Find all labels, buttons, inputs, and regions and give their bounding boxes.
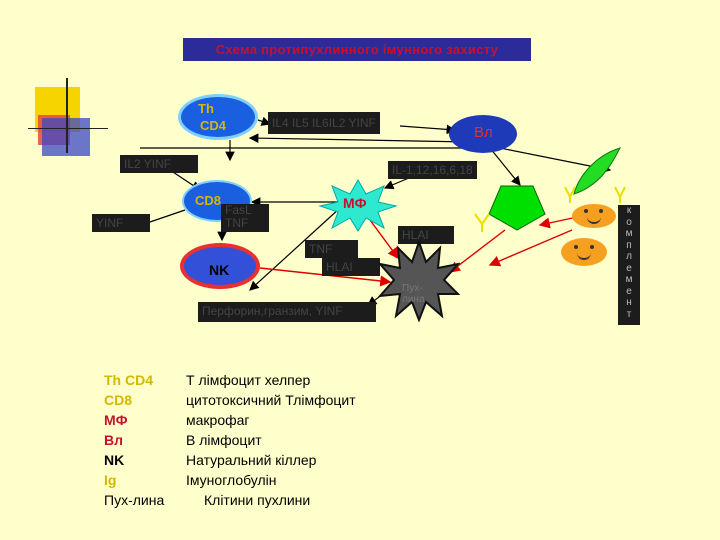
fasl-text: FasL TNF [225, 203, 252, 230]
macrophage-star [318, 178, 398, 232]
deco-vline [66, 78, 68, 153]
fasl-tnf-label: FasL TNF [221, 204, 269, 232]
tnf-label: TNF [305, 240, 358, 258]
legend-row: NK Натуральний кіллер [104, 450, 356, 470]
legend-value: Клітини пухлини [204, 492, 311, 508]
diagram-title: Схема протипухлинного імунного захисту [183, 38, 531, 61]
yinf-label: YINF [92, 214, 150, 232]
legend: Th CD4 Т лімфоцит хелпер CD8 цитотоксичний… [104, 370, 356, 510]
legend-key: МФ [104, 412, 128, 428]
smiley-top [572, 204, 616, 228]
vl-label: Вл [474, 124, 493, 141]
mf-label: МФ [343, 195, 367, 211]
legend-key: Пух-лина [104, 492, 165, 508]
tumor-cell [378, 240, 460, 322]
b-lymphocyte-cell [449, 115, 517, 153]
antibody-yellow-left [474, 213, 490, 232]
complement-label: к о м п л е м е н т [618, 205, 640, 325]
il2-yinf-label: IL2 YINF [120, 155, 198, 173]
th-cd4-cell [178, 94, 258, 140]
green-pentagon [488, 185, 546, 231]
legend-value: макрофаг [186, 412, 250, 428]
legend-row: Ig Імуноглобулін [104, 470, 356, 490]
smiley-top-eyes-2 [599, 209, 603, 213]
nk-cell [180, 243, 260, 289]
cd8-label: CD8 [195, 193, 222, 208]
hlai-left-label: HLAI [322, 258, 380, 276]
smiley-bottom-eyes [574, 245, 578, 249]
antibody-yellow-shapes [564, 186, 626, 203]
nk-label: NK [209, 262, 230, 278]
il4-il5-label: IL4 IL5 IL6IL2 YINF [268, 112, 380, 134]
perforin-label: Перфорин,гранзим, YINF [198, 302, 376, 322]
legend-row: Th CD4 Т лімфоцит хелпер [104, 370, 356, 390]
cd4-label: CD4 [200, 118, 227, 133]
legend-value: Натуральний кіллер [186, 452, 317, 468]
smiley-top-eyes [584, 209, 588, 213]
green-leaf [573, 147, 621, 195]
legend-row: МФ макрофаг [104, 410, 356, 430]
legend-row: Вл В лімфоцит [104, 430, 356, 450]
legend-value: В лімфоцит [186, 432, 262, 448]
legend-key: Ig [104, 472, 117, 488]
deco-hline [28, 128, 108, 129]
il1-label: IL-1,12,16,6,18 [388, 161, 477, 179]
smiley-bottom-eyes-2 [590, 245, 594, 249]
legend-row: Пух-лина Клітини пухлини [104, 490, 356, 510]
legend-key: Вл [104, 432, 124, 448]
smiley-top-mouth [587, 217, 601, 224]
tumor-label: Пух-лина [402, 283, 425, 305]
legend-value: Т лімфоцит хелпер [186, 372, 311, 388]
legend-value: Імуноглобулін [186, 472, 277, 488]
legend-row: CD8 цитотоксичний Тлімфоцит [104, 390, 356, 410]
legend-key: CD8 [104, 392, 133, 408]
th-label: Th [198, 101, 214, 116]
complement-text: к о м п л е м е н т [625, 205, 633, 320]
smiley-bottom [561, 238, 607, 266]
legend-value: цитотоксичний Тлімфоцит [186, 392, 356, 408]
smiley-bottom-mouth [577, 253, 591, 260]
hlai-right-label: HLAI [398, 226, 454, 244]
legend-key: Th CD4 [104, 372, 153, 388]
legend-key: NK [104, 452, 125, 468]
